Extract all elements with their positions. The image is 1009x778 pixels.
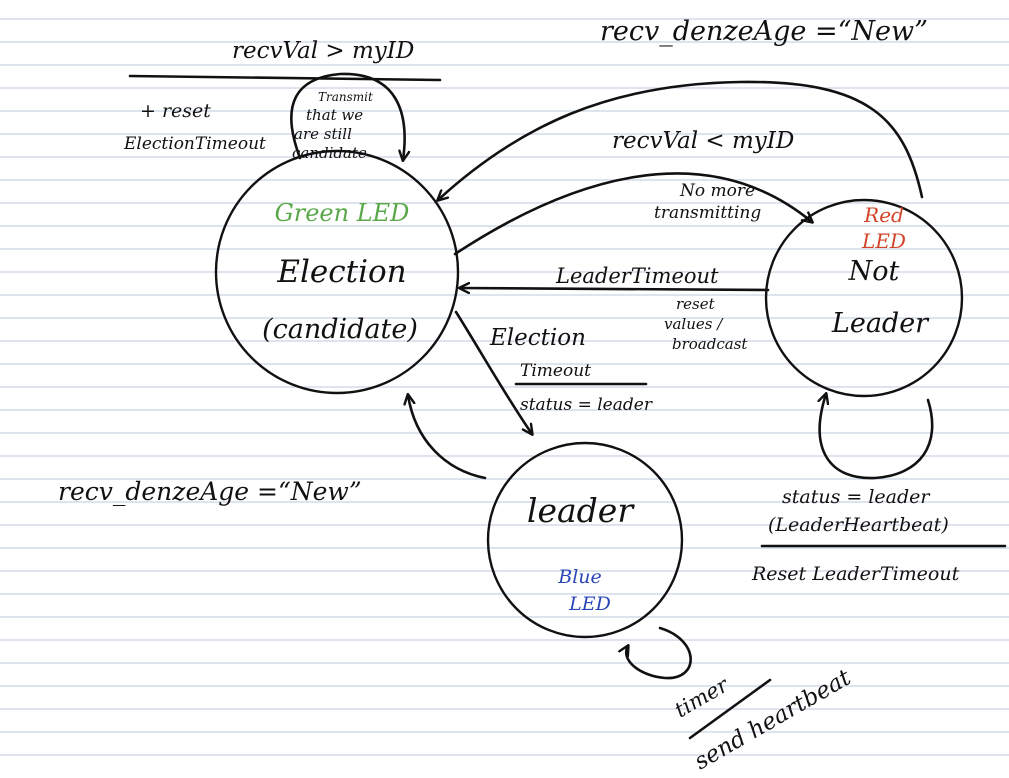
notleader-to-election-timeout-action-line1: reset — [676, 295, 716, 313]
election-name: Election — [276, 254, 406, 290]
election-to-leader-condition-line2: Timeout — [520, 361, 591, 381]
election-self-loop-arrow — [290, 72, 404, 160]
election-self-transmit-line3: are still — [294, 125, 352, 143]
election-self-transmit-line4: candidate — [292, 144, 367, 162]
leader-to-election-arrow — [408, 395, 487, 480]
election-self-condition: recvVal > myID — [232, 38, 414, 64]
notleader-to-election-timeout-action-line2: values / — [664, 315, 724, 333]
not-leader-circle — [764, 198, 964, 398]
leader-name: leader — [527, 491, 635, 530]
election-to-notleader-arrow — [453, 172, 812, 256]
notleader-to-election-timeout-condition: LeaderTimeout — [555, 264, 719, 288]
election-to-notleader-condition: recvVal < myID — [612, 128, 794, 154]
transition-leader-self-loop: timer send heartbeat — [626, 626, 856, 775]
election-self-transmit-line2: that we — [306, 106, 363, 124]
leader-self-condition: timer — [671, 672, 735, 723]
election-to-leader-condition-line1: Election — [489, 325, 586, 351]
notleader-self-condition-line1: status = leader — [782, 486, 931, 508]
election-self-divider — [128, 74, 442, 82]
election-self-reset-line1: + reset — [140, 100, 211, 122]
election-subtitle: (candidate) — [262, 314, 418, 345]
state-election: Green LED Election (candidate) — [214, 149, 460, 395]
election-self-reset-line2: ElectionTimeout — [123, 134, 266, 154]
transition-notleader-self-loop: status = leader (LeaderHeartbeat) Reset … — [751, 394, 1007, 585]
state-leader: leader Blue LED — [486, 441, 684, 639]
notleader-to-election-timeout-action-line3: broadcast — [672, 335, 748, 353]
notleader-self-action: Reset LeaderTimeout — [751, 563, 960, 585]
election-circle — [214, 149, 460, 395]
election-self-transmit-line1: Transmit — [318, 90, 373, 104]
not-leader-led-line1: Red — [863, 203, 904, 227]
election-to-leader-action: status = leader — [520, 395, 653, 415]
notleader-self-condition-line2: (LeaderHeartbeat) — [768, 514, 949, 536]
transition-notleader-to-election-top: recv_denzeAge =“New” — [438, 16, 928, 200]
leader-to-election-condition: recv_denzeAge =“New” — [58, 477, 362, 506]
notleader-to-election-timeout-arrow — [460, 288, 770, 290]
leader-self-loop-arrow — [626, 626, 692, 680]
election-to-notleader-action-line1: No more — [679, 181, 755, 201]
election-to-notleader-action-line2: transmitting — [654, 203, 761, 223]
notleader-to-election-top-condition: recv_denzeAge =“New” — [600, 16, 928, 47]
state-not-leader: Red LED Not Leader — [764, 198, 964, 398]
election-to-leader-arrow — [454, 310, 532, 434]
election-led-label: Green LED — [275, 199, 410, 227]
leader-circle — [486, 441, 684, 639]
leader-self-divider — [688, 678, 772, 740]
transition-election-to-notleader: recvVal < myID No more transmitting — [453, 128, 812, 256]
leader-led-line2: LED — [568, 593, 611, 615]
not-leader-name-line2: Leader — [831, 308, 930, 339]
not-leader-led-line2: LED — [861, 229, 906, 253]
not-leader-name-line1: Not — [848, 256, 900, 287]
notebook-ruling — [0, 18, 1009, 756]
transition-election-to-leader: Election Timeout status = leader — [454, 310, 653, 434]
transition-notleader-to-election-timeout: LeaderTimeout reset values / broadcast — [460, 264, 770, 353]
transition-leader-to-election: recv_denzeAge =“New” — [58, 395, 487, 506]
transition-election-self-loop: recvVal > myID + reset ElectionTimeout T… — [123, 38, 442, 162]
notleader-self-loop-arrow — [820, 394, 934, 480]
notleader-to-election-top-arrow — [438, 80, 924, 200]
leader-led-line1: Blue — [557, 566, 602, 588]
